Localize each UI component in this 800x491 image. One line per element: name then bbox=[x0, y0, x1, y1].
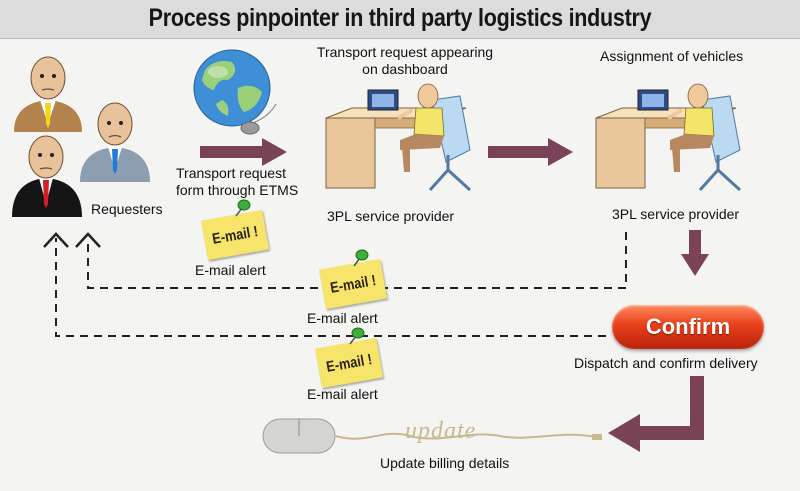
chevron-up-icon bbox=[75, 232, 101, 248]
label-transport-request-2: form through ETMS bbox=[176, 182, 299, 198]
pin-icon bbox=[353, 249, 369, 267]
arrow-provider-to-confirm bbox=[681, 230, 709, 276]
computer-desk-icon bbox=[595, 83, 742, 192]
globe-icon bbox=[193, 49, 277, 135]
arrow-dispatch-to-billing bbox=[608, 376, 704, 452]
arrow-dashboard-to-assignment bbox=[488, 138, 573, 166]
label-update-billing: Update billing details bbox=[380, 455, 510, 471]
label-provider-1: 3PL service provider bbox=[327, 208, 455, 224]
label-email-alert-1: E-mail alert bbox=[195, 262, 266, 278]
arrow-requester-to-dashboard bbox=[200, 138, 287, 166]
label-dashboard-2: on dashboard bbox=[362, 61, 448, 77]
people-icon bbox=[12, 56, 150, 217]
update-cord-text: update bbox=[405, 418, 477, 444]
dashed-alert-line-lower bbox=[55, 238, 606, 337]
pin-icon bbox=[349, 327, 365, 345]
pin-icon bbox=[235, 199, 251, 217]
label-assignment: Assignment of vehicles bbox=[600, 48, 744, 64]
label-email-alert-3: E-mail alert bbox=[307, 386, 378, 402]
label-dispatch: Dispatch and confirm delivery bbox=[574, 355, 758, 371]
confirm-button[interactable]: Confirm bbox=[612, 305, 764, 349]
page-title: Process pinpointer in third party logist… bbox=[148, 4, 652, 32]
computer-desk-icon bbox=[325, 83, 472, 192]
label-provider-2: 3PL service provider bbox=[612, 206, 740, 222]
label-requesters: Requesters bbox=[91, 201, 163, 217]
label-email-alert-2: E-mail alert bbox=[307, 310, 378, 326]
label-dashboard-1: Transport request appearing bbox=[316, 44, 494, 60]
title-bar bbox=[0, 0, 800, 39]
mouse-icon bbox=[262, 418, 602, 454]
label-transport-request-1: Transport request bbox=[176, 165, 286, 181]
chevron-up-icon bbox=[43, 232, 69, 248]
